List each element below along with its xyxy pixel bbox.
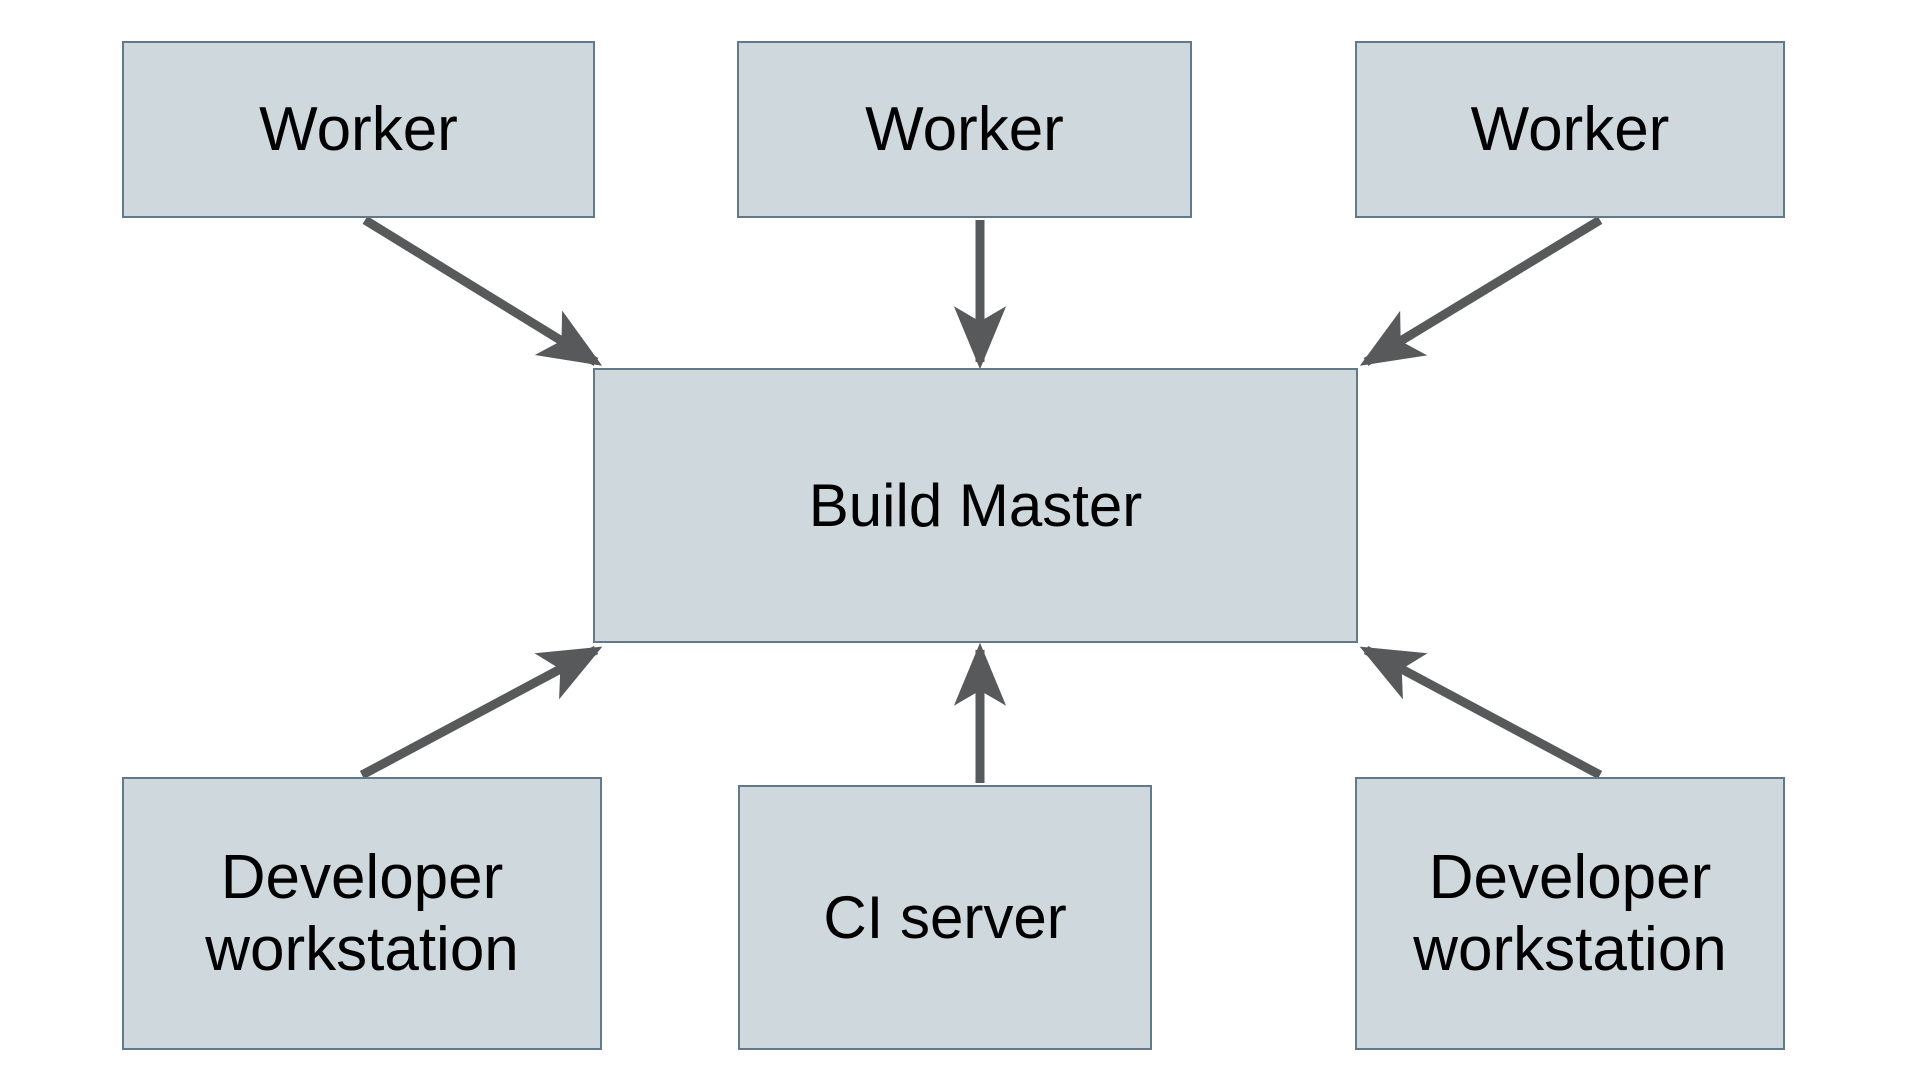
node-developer-workstation-left[interactable]: Developer workstation [122, 777, 602, 1050]
edge-dev-right-to-master [1359, 646, 1603, 779]
node-worker-left-label: Worker [259, 94, 458, 164]
node-worker-right-label: Worker [1470, 94, 1670, 164]
node-build-master-label: Build Master [808, 472, 1143, 539]
node-worker-middle[interactable]: Worker [737, 41, 1192, 218]
node-ci-server[interactable]: CI server [738, 785, 1152, 1050]
node-worker-middle-label: Worker [865, 94, 1064, 164]
edge-worker-left-to-master [362, 216, 603, 366]
node-developer-workstation-right[interactable]: Developer workstation [1355, 777, 1785, 1050]
node-ci-server-label: CI server [823, 884, 1067, 951]
node-worker-right[interactable]: Worker [1355, 41, 1785, 218]
edge-worker-right-to-master [1359, 216, 1603, 366]
node-developer-workstation-left-label: Developer workstation [205, 843, 519, 984]
node-worker-left[interactable]: Worker [122, 41, 595, 218]
edge-dev-left-to-master [359, 646, 603, 779]
node-developer-workstation-right-label: Developer workstation [1413, 843, 1727, 984]
node-build-master[interactable]: Build Master [593, 368, 1358, 643]
